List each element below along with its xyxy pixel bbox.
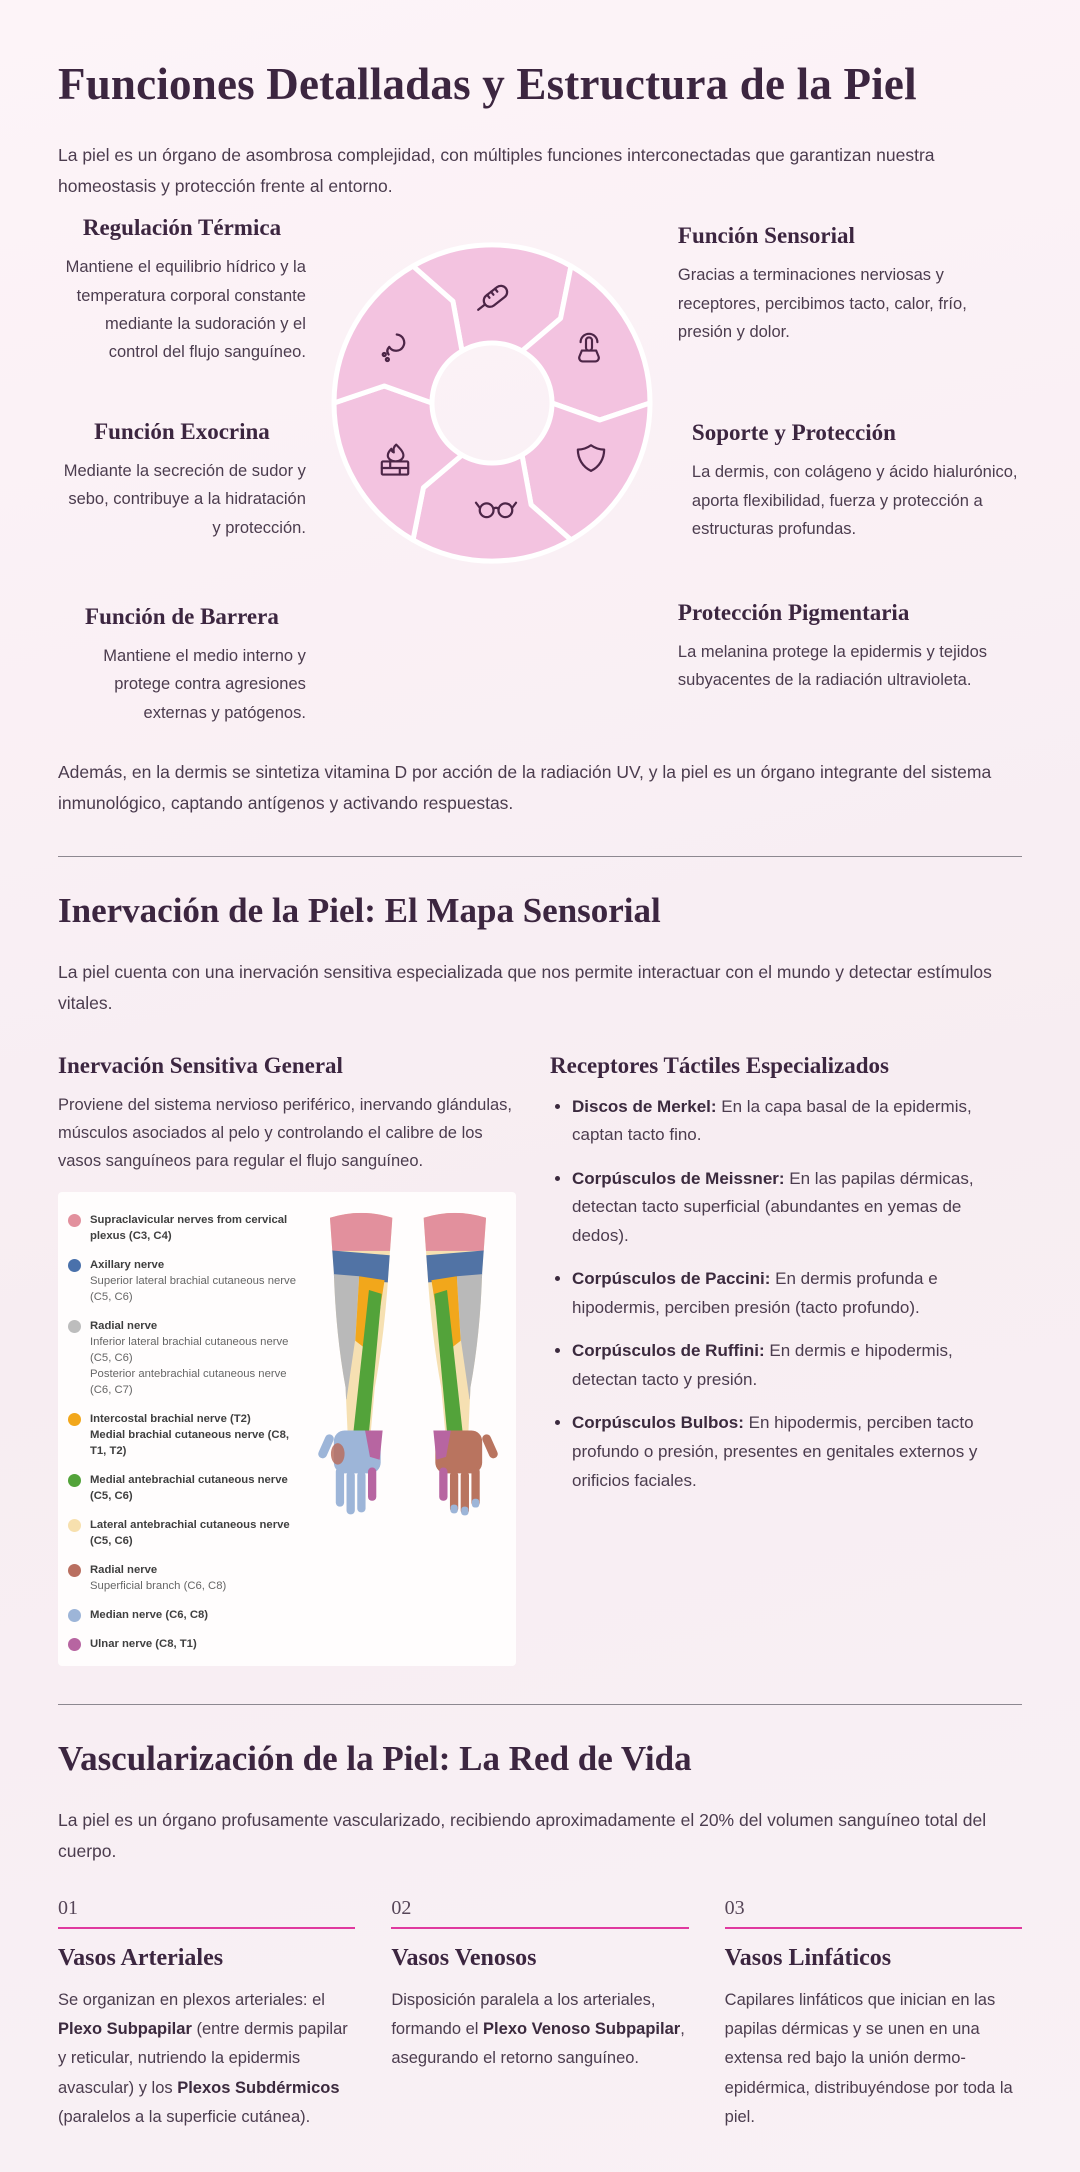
- list-item: Corpúsculos de Meissner: En las papilas …: [572, 1165, 1022, 1251]
- function-sensorial: Función Sensorial Gracias a terminacione…: [678, 223, 1022, 346]
- card-number: 03: [724, 1897, 1022, 1929]
- function-soporte: Soporte y Protección La dermis, con colá…: [678, 420, 1022, 543]
- function-title: Función Exocrina: [94, 418, 270, 444]
- card-number: 01: [58, 1897, 356, 1929]
- card-text: Capilares linfáticos que inician en las …: [724, 1990, 1013, 2126]
- legend-item: Ulnar nerve (C8, T1): [68, 1636, 304, 1652]
- list-item: Discos de Merkel: En la capa basal de la…: [572, 1093, 1022, 1150]
- functions-diagram-section: Regulación Térmica Mantiene el equilibri…: [58, 215, 1022, 757]
- legend-swatch: [68, 1564, 81, 1578]
- function-barrera: Función de Barrera Mantiene el medio int…: [58, 604, 306, 727]
- functions-right-column: Función Sensorial Gracias a terminacione…: [678, 215, 1022, 757]
- function-title: Función de Barrera: [85, 603, 279, 629]
- firewall-icon: [380, 443, 410, 476]
- legend-swatch: [68, 1412, 81, 1426]
- innervation-intro: La piel cuenta con una inervación sensit…: [58, 962, 992, 1013]
- function-pigmentaria: Protección Pigmentaria La melanina prote…: [678, 600, 1022, 695]
- legend-item: Supraclavicular nerves from cervical ple…: [68, 1212, 304, 1244]
- list-item: Corpúsculos Bulbos: En hipodermis, perci…: [572, 1409, 1022, 1495]
- function-regulacion-termica: Regulación Térmica Mantiene el equilibri…: [58, 215, 306, 367]
- legend-swatch: [68, 1519, 81, 1533]
- function-text: Mantiene el equilibrio hídrico y la temp…: [65, 258, 306, 362]
- card-vasos-arteriales: 01 Vasos Arteriales Se organizan en plex…: [58, 1897, 356, 2133]
- receptors-list: Discos de Merkel: En la capa basal de la…: [550, 1093, 1022, 1496]
- vascularization-heading: Vascularización de la Piel: La Red de Vi…: [58, 1739, 692, 1779]
- legend-swatch: [68, 1638, 81, 1652]
- receptors-title: Receptores Táctiles Especializados: [550, 1052, 889, 1078]
- function-text: La melanina protege la epidermis y tejid…: [677, 642, 987, 689]
- vascularization-intro: La piel es un órgano profusamente vascul…: [58, 1810, 987, 1861]
- legend-item: Lateral antebrachial cutaneous nerve (C5…: [68, 1517, 304, 1549]
- legend-item: Medial antebrachial cutaneous nerve (C5,…: [68, 1472, 304, 1504]
- glasses-icon: [474, 501, 518, 519]
- function-title: Protección Pigmentaria: [677, 599, 910, 625]
- card-title: Vasos Linfáticos: [724, 1944, 892, 1971]
- card-title: Vasos Arteriales: [58, 1944, 224, 1971]
- shield-icon: [576, 444, 606, 473]
- card-text: Se organizan en plexos arteriales: el Pl…: [58, 1990, 348, 2126]
- nerve-legend: Supraclavicular nerves from cervical ple…: [68, 1208, 304, 1653]
- function-exocrina: Función Exocrina Mediante la secreción d…: [58, 419, 306, 542]
- left-hand: [318, 1430, 383, 1515]
- arm-dermatome-illustration: [310, 1208, 506, 1653]
- thermometer-icon: [476, 284, 509, 312]
- card-number: 02: [391, 1897, 689, 1929]
- function-text: La dermis, con colágeno y ácido hialurón…: [691, 463, 1018, 539]
- function-title: Función Sensorial: [677, 223, 855, 249]
- section-closing-paragraph: Además, en la dermis se sintetiza vitami…: [58, 762, 992, 813]
- function-title: Soporte y Protección: [691, 420, 896, 446]
- list-item: Corpúsculos de Paccini: En dermis profun…: [572, 1265, 1022, 1322]
- legend-swatch: [68, 1474, 81, 1488]
- sweat-gland-icon: [381, 333, 406, 363]
- general-innervation-text: Proviene del sistema nervioso periférico…: [58, 1095, 512, 1171]
- innervation-columns: Inervación Sensitiva General Proviene de…: [58, 1053, 1022, 1667]
- legend-item: Median nerve (C6, C8): [68, 1607, 304, 1623]
- card-title: Vasos Venosos: [391, 1944, 537, 1971]
- legend-swatch: [68, 1319, 81, 1333]
- right-hand: [433, 1430, 498, 1515]
- card-vasos-venosos: 02 Vasos Venosos Disposición paralela a …: [391, 1897, 689, 2133]
- general-innervation-title: Inervación Sensitiva General: [58, 1052, 343, 1078]
- touch-icon: [578, 333, 600, 363]
- card-text: Disposición paralela a los arteriales, f…: [391, 1990, 685, 2068]
- receptors-column: Receptores Táctiles Especializados Disco…: [550, 1053, 1022, 1667]
- function-title: Regulación Térmica: [82, 215, 282, 241]
- legend-swatch: [68, 1258, 81, 1272]
- functions-left-column: Regulación Térmica Mantiene el equilibri…: [58, 215, 306, 757]
- card-vasos-linfaticos: 03 Vasos Linfáticos Capilares linfáticos…: [724, 1897, 1022, 2133]
- page-intro: La piel es un órgano de asombrosa comple…: [58, 145, 935, 196]
- legend-swatch: [68, 1609, 81, 1623]
- function-text: Gracias a terminaciones nerviosas y rece…: [677, 266, 967, 341]
- dermatome-map-figure: Supraclavicular nerves from cervical ple…: [58, 1191, 516, 1667]
- section-divider: [58, 856, 1022, 858]
- legend-item: Intercostal brachial nerve (T2)Medial br…: [68, 1411, 304, 1459]
- general-innervation-column: Inervación Sensitiva General Proviene de…: [58, 1053, 516, 1667]
- function-text: Mantiene el medio interno y protege cont…: [103, 646, 306, 722]
- function-text: Mediante la secreción de sudor y sebo, c…: [63, 461, 306, 537]
- skin-functions-cycle-diagram: [324, 215, 660, 757]
- vessel-cards: 01 Vasos Arteriales Se organizan en plex…: [58, 1897, 1022, 2133]
- section-divider: [58, 1704, 1022, 1706]
- list-item: Corpúsculos de Ruffini: En dermis e hipo…: [572, 1337, 1022, 1394]
- legend-swatch: [68, 1213, 81, 1227]
- innervation-heading: Inervación de la Piel: El Mapa Sensorial: [58, 891, 661, 931]
- page-title: Funciones Detalladas y Estructura de la …: [58, 59, 917, 109]
